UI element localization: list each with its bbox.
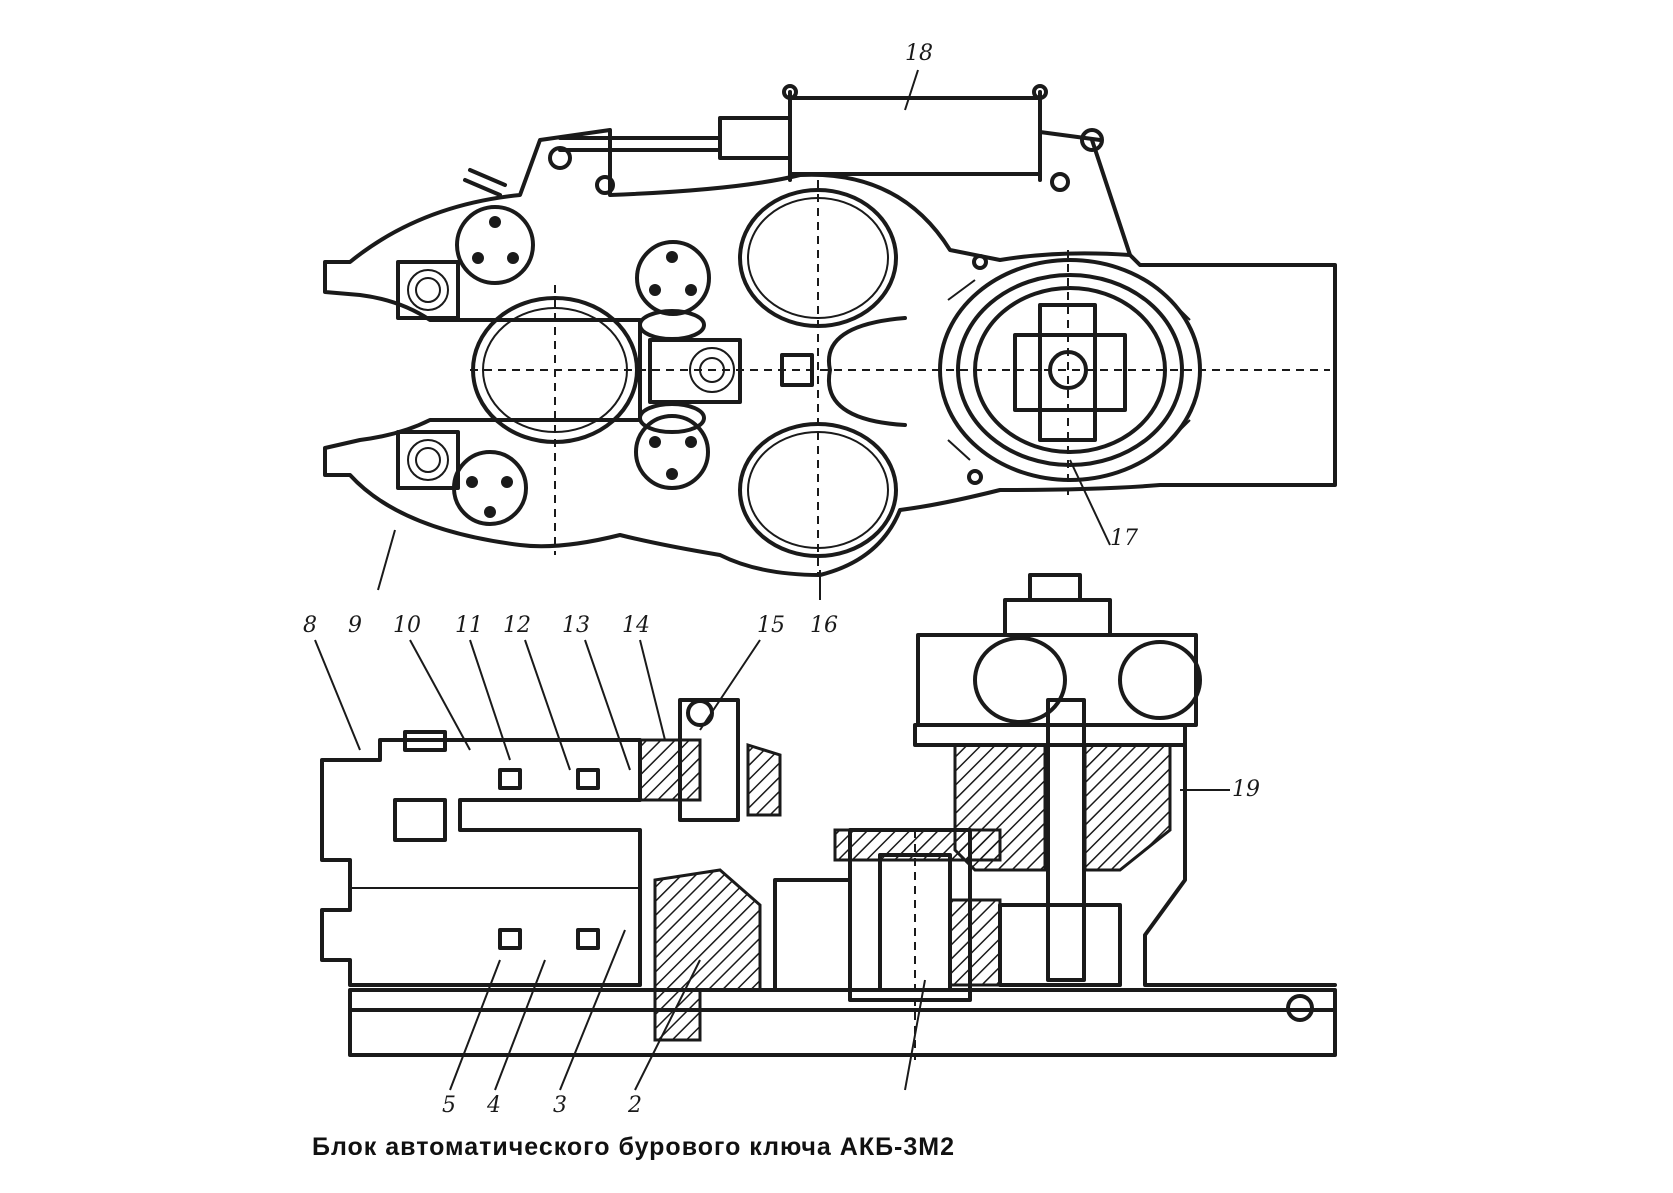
label-15: 15 [757, 613, 785, 638]
small-gears [452, 205, 711, 526]
label-18: 18 [905, 41, 933, 66]
left-bore [471, 285, 639, 555]
label-5: 5 [442, 1093, 456, 1118]
housing-outline [323, 128, 1337, 577]
part-labels: 18 17 19 8 9 10 11 12 13 14 15 16 5 4 3 … [303, 41, 1260, 1118]
idler-gears [738, 180, 907, 575]
label-8: 8 [303, 613, 317, 638]
label-4: 4 [486, 1093, 501, 1118]
rotor [938, 250, 1202, 495]
plan-view [323, 84, 1337, 577]
label-13: 13 [562, 613, 590, 638]
leader-lines [314, 69, 1230, 1091]
label-17: 17 [1110, 526, 1138, 551]
label-19: 19 [1232, 777, 1260, 802]
label-11: 11 [455, 613, 483, 638]
bearing-blocks [396, 260, 814, 490]
label-3: 3 [553, 1093, 567, 1118]
label-9: 9 [348, 613, 362, 638]
label-14: 14 [622, 613, 650, 638]
label-10: 10 [393, 613, 421, 638]
label-16: 16 [810, 613, 838, 638]
figure-caption: Блок автоматического бурового ключа АКБ-… [312, 1133, 956, 1161]
section-view [320, 573, 1337, 1060]
label-12: 12 [503, 613, 531, 638]
hydraulic-cylinder [558, 84, 1132, 257]
fasteners [463, 146, 1070, 485]
label-2: 2 [627, 1093, 642, 1118]
